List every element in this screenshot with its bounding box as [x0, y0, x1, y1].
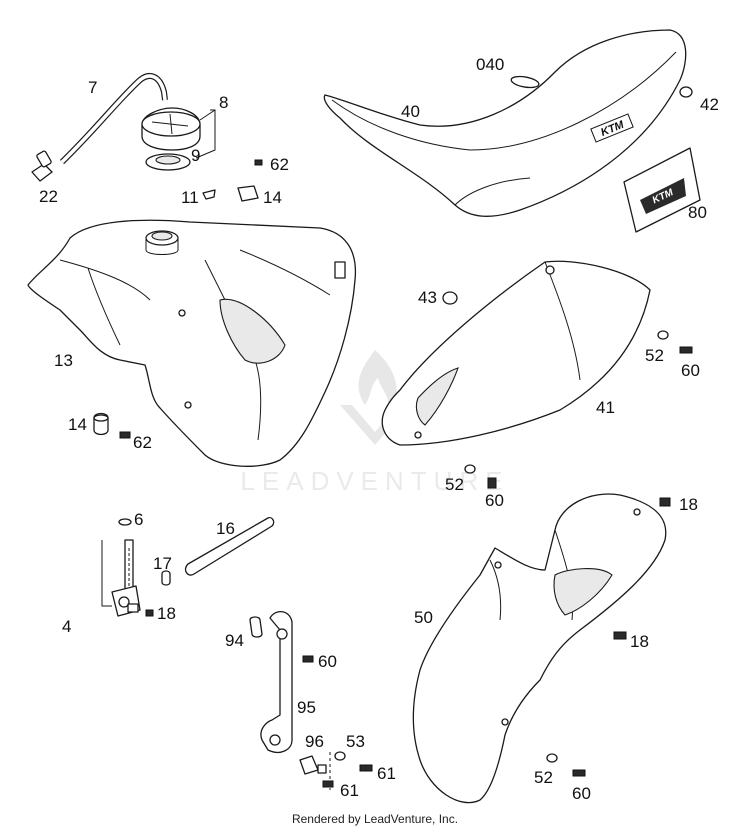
bracket-part[interactable] — [260, 611, 293, 754]
label-62-top: 62 — [270, 155, 289, 174]
leadventure-watermark: LEADVENTURE — [240, 350, 509, 496]
label-16: 16 — [216, 519, 235, 538]
spacer-14-top[interactable] — [237, 185, 259, 202]
label-50: 50 — [414, 608, 433, 627]
seat-part[interactable]: KTM — [323, 29, 693, 217]
label-4: 4 — [62, 617, 71, 636]
o-ring-6-part[interactable] — [118, 518, 132, 526]
watermark-text: LEADVENTURE — [240, 466, 509, 496]
bolt-60-d[interactable] — [572, 769, 586, 777]
label-52-c: 52 — [534, 768, 553, 787]
watermark-flame-icon — [358, 350, 397, 412]
bolt-62-top[interactable] — [254, 159, 263, 166]
label-14-left: 14 — [68, 415, 87, 434]
label-60-c: 60 — [318, 652, 337, 671]
label-95: 95 — [297, 698, 316, 717]
label-040: 040 — [476, 55, 504, 74]
label-60-d: 60 — [572, 784, 591, 803]
label-18-c: 18 — [630, 632, 649, 651]
fuel-hose-part[interactable] — [184, 516, 275, 576]
breather-hose-part[interactable] — [59, 73, 168, 165]
grommet-43-part[interactable] — [442, 291, 458, 305]
label-61-b: 61 — [340, 781, 359, 800]
fuel-tank-part[interactable] — [27, 219, 357, 467]
bolt-61-a[interactable] — [359, 764, 373, 772]
clip-17-part[interactable] — [161, 570, 171, 586]
label-61-a: 61 — [377, 764, 396, 783]
label-62-left: 62 — [133, 433, 152, 452]
label-94: 94 — [225, 631, 244, 650]
label-52-b: 52 — [445, 475, 464, 494]
bolt-18-c[interactable] — [613, 631, 627, 640]
label-60-b: 60 — [485, 491, 504, 510]
label-18-a: 18 — [679, 495, 698, 514]
bolt-62-left[interactable] — [119, 431, 131, 439]
label-13: 13 — [54, 351, 73, 370]
label-17: 17 — [153, 554, 172, 573]
callout-labels: 040 40 42 80 7 8 9 22 62 11 14 13 14 62 … — [39, 55, 719, 803]
seat-screw — [679, 86, 693, 98]
label-18-b: 18 — [157, 604, 176, 623]
bolt-60-a[interactable] — [679, 346, 693, 354]
seat-strap — [510, 75, 540, 89]
label-96: 96 — [305, 732, 324, 751]
spacer-94-part[interactable] — [249, 616, 263, 638]
label-14-top: 14 — [263, 188, 282, 207]
fitting-part[interactable] — [31, 150, 53, 182]
washer-52-a[interactable] — [657, 330, 669, 340]
bolt-60-c[interactable] — [302, 655, 314, 663]
label-52-a: 52 — [645, 346, 664, 365]
tank-cap-part[interactable] — [141, 107, 201, 151]
label-11: 11 — [181, 188, 199, 207]
bolt-18-a[interactable] — [659, 497, 671, 507]
washer-52-c[interactable] — [546, 753, 558, 763]
side-panel-left-part[interactable] — [412, 493, 667, 804]
label-60-a: 60 — [681, 361, 700, 380]
label-6: 6 — [134, 510, 143, 529]
ktm-decal-part[interactable]: KTM — [623, 147, 701, 233]
rubber-96-part[interactable] — [299, 755, 327, 775]
bolt-61-b[interactable] — [322, 780, 334, 788]
label-22: 22 — [39, 187, 58, 206]
footer-credit: Rendered by LeadVenture, Inc. — [291, 812, 459, 826]
label-9: 9 — [191, 146, 200, 165]
bolt-18-b[interactable] — [145, 609, 154, 617]
label-53: 53 — [346, 732, 365, 751]
leader-8-9 — [195, 109, 216, 159]
label-41: 41 — [596, 398, 615, 417]
label-7: 7 — [88, 78, 97, 97]
label-80: 80 — [688, 203, 707, 222]
label-43: 43 — [418, 288, 437, 307]
washer-52-b[interactable] — [464, 464, 476, 474]
gasket-part[interactable] — [145, 153, 191, 171]
bolt-60-b[interactable] — [487, 477, 497, 489]
label-8: 8 — [219, 93, 228, 112]
screw-11-part[interactable] — [202, 189, 216, 200]
spacer-14-left[interactable] — [93, 412, 109, 436]
washer-53-part[interactable] — [334, 751, 346, 761]
leader-4 — [101, 540, 112, 607]
fuel-tap-part[interactable] — [111, 539, 141, 617]
side-panel-right-part[interactable] — [381, 260, 651, 446]
label-40: 40 — [401, 102, 420, 121]
label-42: 42 — [700, 95, 719, 114]
